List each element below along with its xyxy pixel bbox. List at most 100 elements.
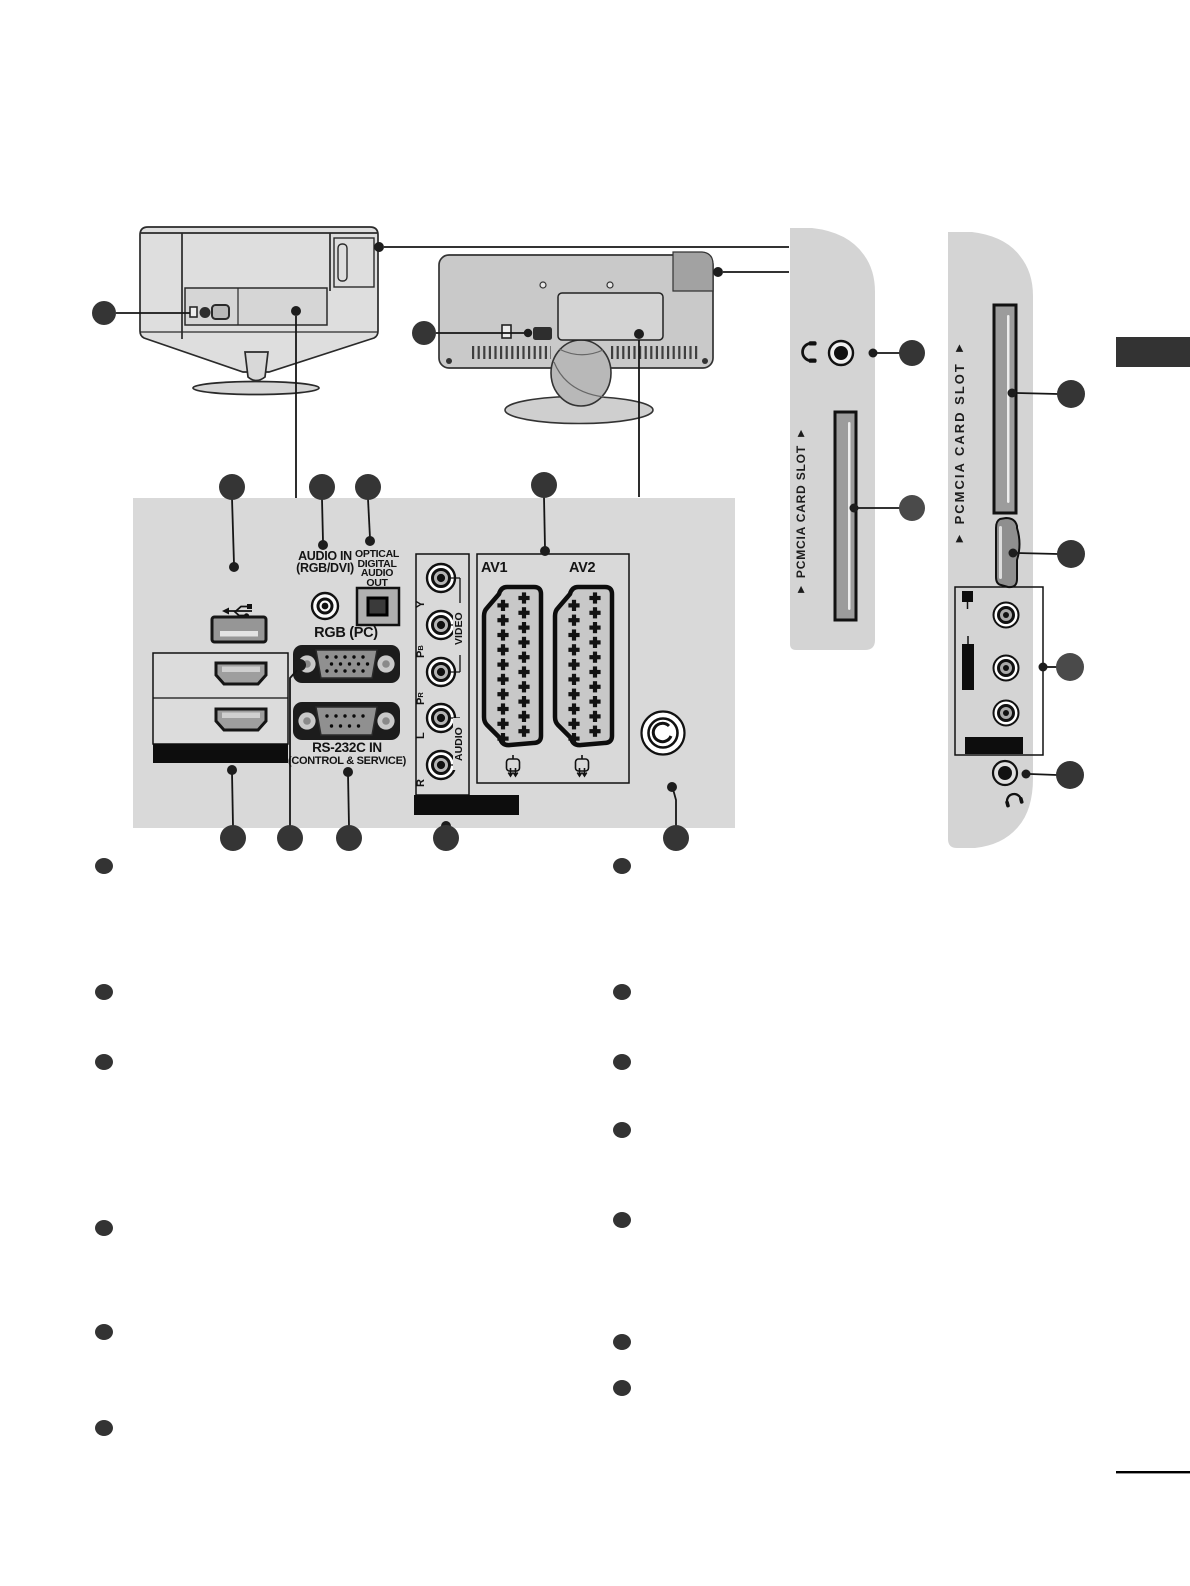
component-jack-label-y: Y [415, 600, 427, 608]
callout-marker [412, 321, 436, 345]
hdmi-port-1 [214, 661, 268, 686]
tv1-stand [192, 351, 320, 396]
component-jacks [414, 553, 519, 815]
callout-lines [116, 246, 1059, 838]
list-bullet [613, 1054, 631, 1070]
scart-block [476, 553, 630, 784]
audio-group-label: AUDIO [453, 718, 468, 770]
callout-markers [92, 301, 1085, 851]
callout-marker [336, 825, 362, 851]
callout-marker [219, 474, 245, 500]
callout-marker [1057, 540, 1085, 568]
optical-port [355, 586, 401, 627]
pcmcia-card-slot-label-2: ▼ PCMCIA CARD SLOT ▼ [952, 339, 967, 547]
list-bullets-left [95, 858, 113, 1436]
audio-in-jack [310, 591, 340, 621]
side2-audio-l-jack [992, 654, 1020, 682]
tv2-mini-port [501, 324, 512, 339]
video-group-label: VIDEO [453, 603, 468, 655]
list-bullet [95, 1324, 113, 1340]
callout-marker [355, 474, 381, 500]
screw-icon [539, 281, 547, 289]
list-bullet [95, 1054, 113, 1070]
callout-marker [663, 825, 689, 851]
av1-label: AV1 [481, 560, 508, 576]
component-jack-label-pr: PR [415, 692, 427, 706]
component-jack-label-pb: PB [415, 645, 427, 659]
rgb-pc-connector [292, 644, 401, 684]
pcmcia-slot-1 [833, 410, 858, 622]
hdmi-label-bar [153, 744, 288, 763]
footer-rule [1116, 1471, 1190, 1474]
callout-marker [309, 474, 335, 500]
audio-in-label: AUDIO IN [298, 549, 352, 563]
optical-label-3: AUDIO OUT [360, 567, 394, 589]
list-bullet [95, 858, 113, 874]
callout-marker [899, 340, 925, 366]
side2-av-jacks [954, 586, 1044, 756]
component-label-bar [414, 795, 519, 815]
list-bullet [95, 984, 113, 1000]
tv2-power-port [533, 327, 552, 340]
rgb-pc-label: RGB (PC) [314, 625, 378, 641]
usb-port [210, 615, 268, 644]
screw-icon [606, 281, 614, 289]
scart-av2 [555, 587, 612, 745]
tv2-connector-panel [501, 292, 664, 341]
audio-in-label-2: (RGB/DVI) [296, 560, 354, 575]
side2-headphone-jack [991, 759, 1019, 787]
callout-marker [277, 825, 303, 851]
pcmcia-card-slot-label-1: ▼ PCMCIA CARD SLOT ▼ [794, 426, 808, 598]
callout-marker [899, 495, 925, 521]
list-bullet [613, 1212, 631, 1228]
optical-label-2: DIGITAL [357, 557, 397, 570]
side2-video-jack [992, 601, 1020, 629]
side2-audio-r-jack [992, 699, 1020, 727]
screw-icon [446, 358, 452, 364]
side-panel-2 [948, 232, 1044, 848]
connection-panel [133, 498, 735, 828]
scart-av1 [484, 587, 541, 745]
tv1-mini-port [189, 306, 198, 318]
tv1-power-port [211, 304, 230, 320]
tv2-stand [504, 339, 654, 425]
tv2-label-plate [672, 251, 714, 292]
callout-dots [227, 242, 1048, 831]
callout-marker [1056, 761, 1084, 789]
side2-usb-slot [995, 516, 1021, 589]
list-bullet [613, 858, 631, 874]
callout-marker [433, 825, 459, 851]
tv-back-view-1 [139, 226, 379, 396]
list-bullet [613, 1334, 631, 1350]
av2-label: AV2 [569, 560, 596, 576]
list-bullet [613, 984, 631, 1000]
antenna-socket [640, 710, 686, 756]
callout-marker [220, 825, 246, 851]
list-bullet [95, 1420, 113, 1436]
pcmcia-slot-2 [992, 303, 1018, 515]
hdmi-ports [152, 652, 289, 763]
side-panel-1 [790, 228, 875, 650]
tv1-jack [199, 307, 211, 318]
audio-jack-label-l: L [415, 732, 427, 740]
list-bullet [613, 1122, 631, 1138]
rs232c-connector [292, 701, 401, 741]
list-bullets-right [613, 858, 631, 1396]
list-bullet [95, 1220, 113, 1236]
tv-back-view-2 [438, 251, 714, 425]
optical-label: OPTICAL [355, 548, 399, 560]
callout-marker [1056, 653, 1084, 681]
rs232c-label-2: (CONTROL & SERVICE) [288, 754, 406, 767]
callout-marker [531, 472, 557, 498]
callout-marker [1057, 380, 1085, 408]
screw-icon [702, 358, 708, 364]
side1-headphone-jack [827, 339, 855, 367]
tv1-connector-panel [184, 287, 328, 326]
rs232c-label: RS-232C IN [312, 740, 382, 755]
callout-marker [92, 301, 116, 325]
audio-jack-label-r: R [415, 779, 427, 787]
hdmi-port-2 [214, 707, 268, 732]
chapter-tab [1116, 337, 1190, 367]
